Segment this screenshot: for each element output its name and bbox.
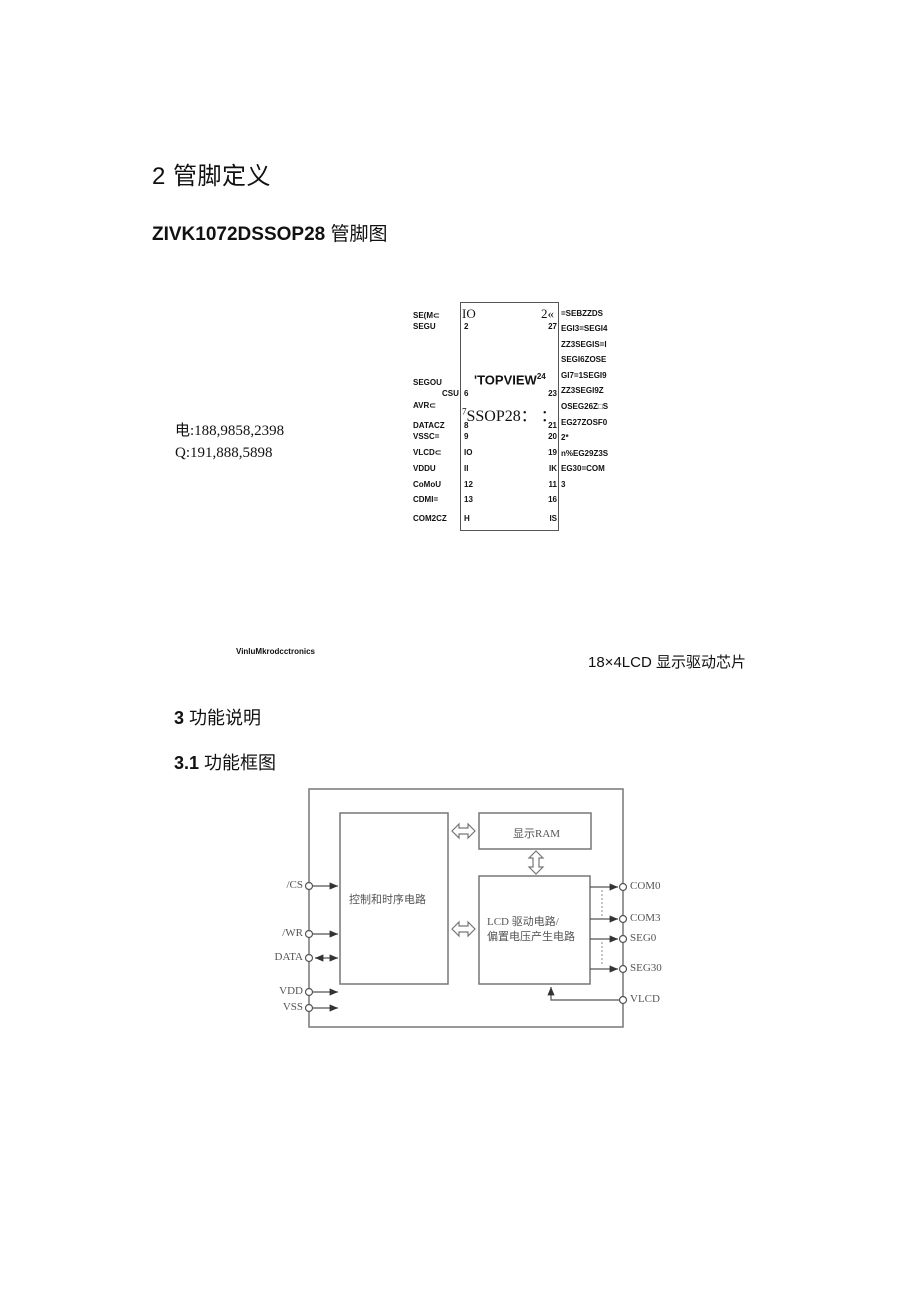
pin-label: VSSC=	[413, 432, 440, 441]
pin-label: EG27ZOSF0	[561, 418, 608, 427]
lcd-block-label-1: LCD 驱动电路/	[487, 916, 559, 928]
pin-label-seg0: SEG0	[630, 932, 657, 944]
pin-number: 20	[548, 432, 557, 441]
pin-label: VLCD⊂	[413, 448, 442, 457]
pin-label: COM2CZ	[413, 514, 447, 523]
topview-label: 'TOPVIEW24	[474, 372, 546, 388]
pin-label: CSU	[442, 389, 459, 398]
pin-label: SEGI6ZOSE	[561, 355, 607, 364]
caption-part-number: ZIVK1072DSSOP28	[152, 224, 326, 245]
ram-block-label: 显示RAM	[513, 828, 561, 840]
section-2-title: 2 管脚定义	[152, 163, 272, 190]
package-label: 7SSOP28： ：	[462, 406, 557, 425]
pin-label: 2*	[561, 433, 569, 442]
pin-number: 11	[548, 480, 557, 489]
pin-number: IO	[464, 448, 473, 457]
product-title: 18×4LCD 显示驱动芯片	[588, 654, 746, 671]
pin-label-vss: VSS	[282, 1001, 303, 1013]
pin-label: 3	[561, 480, 566, 489]
pin-label-seg30: SEG30	[630, 962, 662, 974]
pin-label: GI7=1SEGI9	[561, 371, 607, 380]
pin-label: AVR⊂	[413, 401, 436, 410]
pin-number: IS	[549, 514, 557, 523]
control-block-label: 控制和时序电路	[349, 894, 426, 906]
pin-number: 9	[464, 432, 469, 441]
pin-number: 12	[464, 480, 473, 489]
pin-number: II	[464, 464, 469, 473]
pin-label: ZZ3SEGI9Z	[561, 386, 604, 395]
pin-label: ZZ3SEGIS=I	[561, 340, 607, 349]
pin-diagram-caption: ZIVK1072DSSOP28 管脚图	[152, 219, 387, 246]
contact-info: 电:188,9858,2398 Q:191,888,5898	[175, 420, 284, 464]
lcd-block-label-2: 偏置电压产生电路	[487, 931, 575, 943]
pin-label-com0: COM0	[630, 880, 661, 892]
pin-label: EG30=COM	[561, 464, 605, 473]
pin-label: SEGOU	[413, 378, 442, 387]
chip-outline	[460, 302, 559, 531]
caption-cn: 管脚图	[325, 224, 388, 245]
pin-number: H	[464, 514, 470, 523]
pin-label: =SEBZZDS	[561, 309, 604, 318]
pin-number: 8	[464, 421, 469, 430]
pin-label-com3: COM3	[630, 912, 661, 924]
pin-label-vdd: VDD	[279, 985, 303, 997]
company-name: VinluMkrodcctronics	[236, 647, 315, 656]
pin-label: VDDU	[413, 464, 436, 473]
pin-label-cs: /CS	[286, 879, 303, 891]
pin-number: 6	[464, 389, 469, 398]
pin-label: SEGU	[413, 322, 436, 331]
pin-label: CDMI=	[413, 495, 439, 504]
pin-number: 27	[548, 322, 557, 331]
pin-number: 19	[548, 448, 557, 457]
pin-label-vlcd: VLCD	[630, 993, 660, 1005]
pin-label: EGI3=SEGI4	[561, 324, 608, 333]
contact-qq: Q:191,888,5898	[175, 445, 273, 461]
contact-phone: 电:188,9858,2398	[175, 423, 285, 439]
pin-number: 13	[464, 495, 473, 504]
pin-28-number: 2«	[541, 306, 554, 321]
pin-number: 16	[548, 495, 557, 504]
pin-label: DATACZ	[413, 421, 445, 430]
pin-number: 23	[548, 389, 557, 398]
pin-label-data: DATA	[274, 951, 303, 963]
section-3-1-title: 3.1 功能框图	[174, 753, 277, 773]
pin-label-wr: /WR	[282, 927, 303, 939]
pin-label: SE(M⊂	[413, 311, 440, 320]
pin-number: 21	[548, 421, 557, 430]
section-3-title: 3 功能说明	[174, 708, 262, 728]
pin-number: IK	[549, 464, 557, 473]
pin-label: CoMoU	[413, 480, 441, 489]
pin-number: 2	[464, 322, 469, 331]
pin-label: n%EG29Z3S	[561, 449, 609, 458]
pin-label: OSEG26Z□S	[561, 402, 609, 411]
pin-1-number: IO	[462, 306, 476, 321]
